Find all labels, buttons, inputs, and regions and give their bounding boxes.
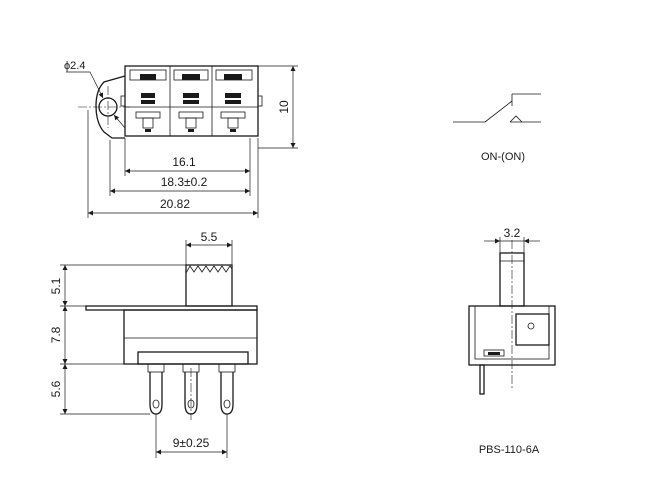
hole-diameter-label: ϕ2.4 xyxy=(64,60,85,72)
side-terminal-tab xyxy=(515,313,550,346)
front-body xyxy=(123,309,258,365)
width-inner-label: 16.1 xyxy=(172,155,196,169)
front-terminals xyxy=(147,363,236,415)
terminal-pitch-label: 9±0.25 xyxy=(173,436,210,450)
mounting-lug xyxy=(95,75,126,139)
front-view: 5.5 5.1 7.8 5.6 9±0.25 xyxy=(49,230,258,458)
switch-schematic: ON-(ON) xyxy=(453,93,541,163)
width-total-label: 20.82 xyxy=(160,197,190,211)
terminal-cells xyxy=(120,66,263,136)
front-base xyxy=(137,351,249,365)
top-height-label: 10 xyxy=(277,100,291,114)
side-lead xyxy=(479,364,485,395)
actuator-height-label: 5.1 xyxy=(49,277,63,294)
top-view: ϕ2.4 xyxy=(64,60,298,218)
side-actuator-width-label: 3.2 xyxy=(504,226,521,240)
function-label: ON-(ON) xyxy=(481,151,525,163)
actuator-width-label: 5.5 xyxy=(201,230,218,244)
model-label: PBS-110-6A xyxy=(479,444,540,456)
side-view: 3.2 PBS-110-6A xyxy=(468,226,556,456)
width-tolerance-label: 18.3±0.2 xyxy=(161,175,208,189)
body-height-label: 7.8 xyxy=(49,326,63,343)
terminal-length-label: 5.6 xyxy=(49,380,63,397)
